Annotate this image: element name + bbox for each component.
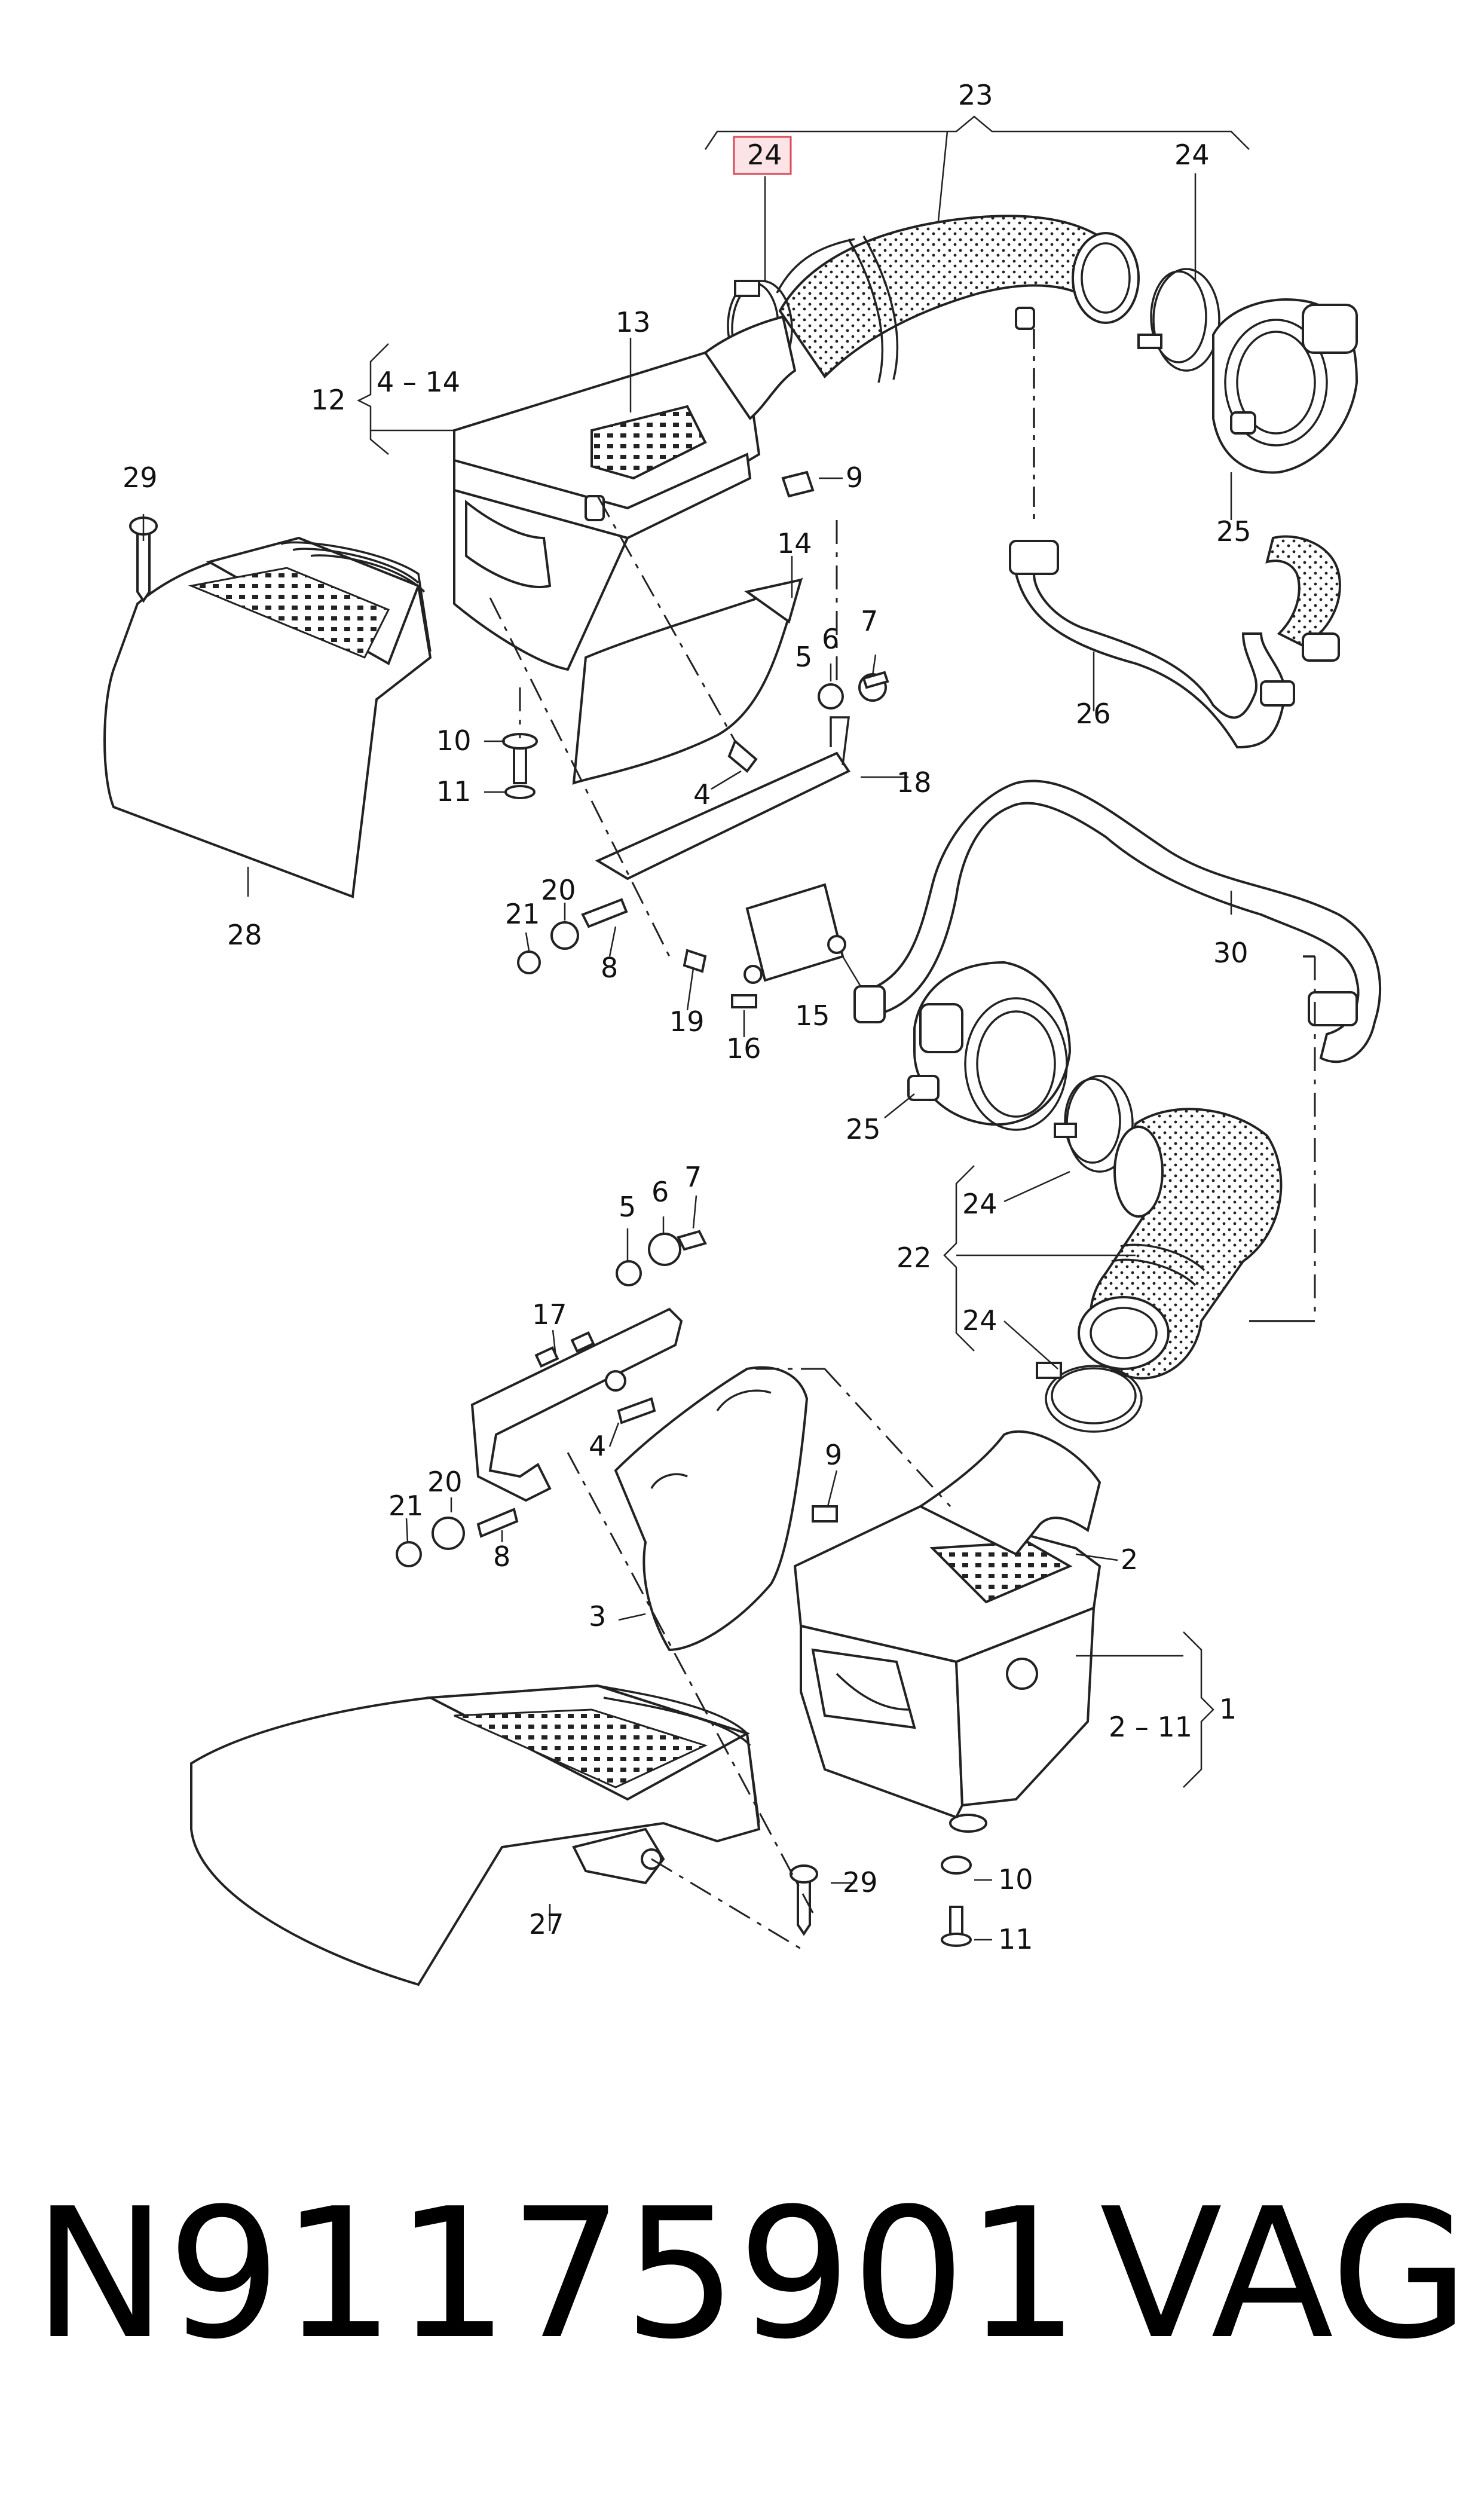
callout-30: 30 (1213, 937, 1249, 969)
callout-24-lower-lower: 24 (962, 1304, 998, 1337)
intake-hose-lower (1078, 1108, 1283, 1380)
callout-24-highlighted: 24 (747, 139, 782, 171)
callout-29-lower: 29 (843, 1866, 878, 1899)
callout-8-lower: 8 (493, 1540, 510, 1573)
callout-3: 3 (589, 1600, 606, 1633)
callout-13: 13 (616, 306, 651, 338)
air-filter-housing-lower (793, 1430, 1101, 1833)
callout-29-upper: 29 (123, 461, 158, 494)
callout-20-lower: 20 (427, 1466, 463, 1498)
callout-9-upper: 9 (846, 461, 863, 494)
guide-lines-right (1249, 955, 1316, 1322)
air-filter-housing-upper (453, 315, 797, 671)
intake-hose-upper (776, 215, 1140, 383)
callout-6-lower: 6 (651, 1176, 669, 1208)
bolts-upper (129, 470, 889, 1008)
callout-2-11: 2 – 11 (1109, 1711, 1192, 1743)
brand-label: VAG (1100, 2170, 1470, 2379)
callout-22: 22 (896, 1242, 932, 1274)
leader-lines (142, 115, 1250, 1941)
callout-11-lower: 11 (998, 1923, 1033, 1955)
callout-7-upper: 7 (861, 605, 878, 637)
callout-12: 12 (311, 384, 346, 416)
bolts-lower (396, 1230, 972, 1947)
callout-14: 14 (777, 527, 812, 560)
callout-25-lower: 25 (846, 1113, 881, 1145)
callout-24-upper-right: 24 (1174, 139, 1210, 171)
hose-clamp-upper-right (1137, 268, 1220, 372)
callout-10-upper: 10 (436, 724, 472, 757)
callout-21-upper: 21 (505, 898, 540, 930)
callout-7-lower: 7 (684, 1161, 702, 1193)
callout-17: 17 (532, 1298, 567, 1331)
callout-16: 16 (726, 1032, 761, 1065)
hose-clamp-lower-upper (1054, 1075, 1134, 1173)
callout-6-upper: 6 (822, 623, 839, 655)
breather-hose-lower (853, 779, 1382, 1063)
callout-9-lower: 9 (825, 1439, 842, 1471)
callout-11-upper: 11 (436, 775, 472, 808)
callout-24-lower-upper: 24 (962, 1188, 998, 1220)
callout-18: 18 (896, 766, 932, 799)
callout-28: 28 (227, 919, 262, 951)
callout-5-lower: 5 (619, 1191, 636, 1223)
callout-15: 15 (795, 999, 830, 1032)
callout-5-upper: 5 (795, 641, 812, 673)
part-number: N91175901 (33, 2170, 1080, 2379)
air-mass-meter-lower (907, 961, 1072, 1131)
callout-1: 1 (1219, 1693, 1237, 1725)
callout-19: 19 (669, 1005, 705, 1038)
guide-lines-upper (489, 496, 838, 957)
air-mass-meter-upper (1212, 298, 1358, 474)
callout-27: 27 (529, 1908, 564, 1940)
callout-4-lower: 4 (589, 1430, 606, 1462)
mounting-bracket-upper (595, 716, 850, 984)
heat-shield-lower (614, 1366, 809, 1652)
callout-4-14: 4 – 14 (377, 366, 460, 398)
callout-2: 2 (1121, 1543, 1138, 1576)
parts-diagram: 23 24 24 13 12 4 – 14 9 25 29 14 7 5 6 2… (103, 79, 1382, 1986)
callout-labels: 23 24 24 13 12 4 – 14 9 25 29 14 7 5 6 2… (123, 79, 1252, 1955)
callout-8-upper: 8 (601, 952, 618, 984)
guide-lines-lower (567, 1368, 951, 1950)
air-duct-left (103, 536, 432, 898)
callout-23: 23 (958, 79, 993, 111)
callout-4-upper: 4 (693, 778, 711, 811)
callout-26: 26 (1076, 698, 1111, 730)
air-duct-lower (190, 1684, 761, 1986)
heat-shield-upper (572, 577, 803, 785)
hose-clamp-lower-lower (1036, 1362, 1143, 1433)
breather-hose-upper (1009, 329, 1341, 749)
highlight-box (733, 136, 792, 175)
callout-10-lower: 10 (998, 1863, 1033, 1896)
callout-20-upper: 20 (541, 874, 576, 906)
callout-25-upper: 25 (1216, 515, 1252, 548)
callout-21-lower: 21 (388, 1490, 424, 1522)
